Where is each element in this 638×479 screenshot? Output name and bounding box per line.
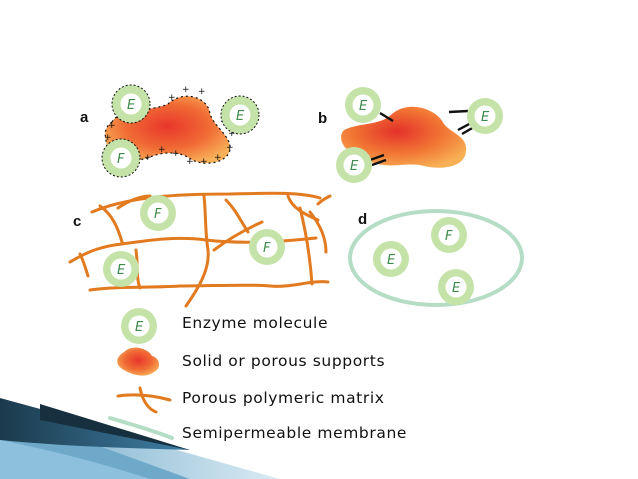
enzyme-letter: E (481, 110, 490, 125)
enzyme-d3: E (438, 269, 474, 305)
enzyme-letter: F (263, 241, 271, 256)
enzyme-b1: E (345, 87, 381, 123)
legend-enzyme-label: Enzyme molecule (182, 314, 329, 332)
enzyme-letter: E (236, 109, 245, 124)
panel-label-d: d (358, 211, 367, 228)
matrix-fibers (68, 191, 332, 308)
svg-text:+: + (214, 153, 222, 163)
svg-text:+: + (200, 157, 208, 167)
panel-a-adsorption: +++ +++ +++ +++ +++ +++ + E E F (101, 84, 260, 178)
panel-label-a: a (80, 109, 89, 126)
enzyme-b3: E (336, 147, 372, 183)
enzyme-letter: F (117, 152, 125, 167)
svg-text:+: + (198, 87, 206, 97)
svg-text:+: + (168, 93, 176, 103)
svg-text:+: + (104, 133, 112, 143)
enzyme-c2: F (249, 229, 285, 265)
enzyme-letter: E (127, 98, 136, 113)
slide-decoration (0, 396, 280, 479)
svg-text:+: + (158, 145, 166, 155)
panel-label-c: c (73, 213, 81, 230)
panel-label-b: b (318, 110, 327, 127)
enzyme-letter: E (387, 253, 396, 268)
svg-text:+: + (144, 153, 152, 163)
enzyme-letter: E (135, 320, 144, 335)
enzyme-letter: F (445, 229, 453, 244)
enzyme-letter: E (452, 281, 461, 296)
svg-text:+: + (186, 157, 194, 167)
svg-text:+: + (182, 85, 190, 95)
enzyme-letter: E (359, 99, 368, 114)
enzyme-letter: E (117, 263, 126, 278)
svg-text:+: + (228, 129, 236, 139)
legend-support-icon (117, 347, 160, 376)
panel-c-matrix: F F E (68, 191, 332, 308)
svg-text:+: + (172, 149, 180, 159)
svg-text:+: + (226, 143, 234, 153)
legend-membrane-icon (108, 416, 174, 440)
legend-matrix-label: Porous polymeric matrix (182, 389, 385, 407)
panel-b-covalent: E E E (336, 87, 503, 183)
enzyme-a3: F (101, 138, 141, 178)
enzyme-a1: E (111, 84, 151, 124)
membrane-ring (348, 209, 524, 307)
enzyme-c3: E (103, 251, 139, 287)
legend-membrane-label: Semipermeable membrane (182, 424, 408, 442)
legend-enzyme-icon: E (121, 308, 157, 344)
enzyme-letter: F (154, 207, 162, 222)
enzyme-letter: E (350, 159, 359, 174)
legend-support-label: Solid or porous supports (182, 352, 386, 370)
legend-matrix-icon (116, 386, 172, 414)
enzyme-a2: E (220, 95, 260, 135)
enzyme-d2: E (373, 241, 409, 277)
panel-d-membrane: F E E (348, 209, 524, 307)
svg-text:+: + (108, 121, 116, 131)
enzyme-b2: E (467, 98, 503, 134)
enzyme-d1: F (431, 217, 467, 253)
panel-b-support (341, 106, 467, 168)
enzyme-c1: F (140, 195, 176, 231)
